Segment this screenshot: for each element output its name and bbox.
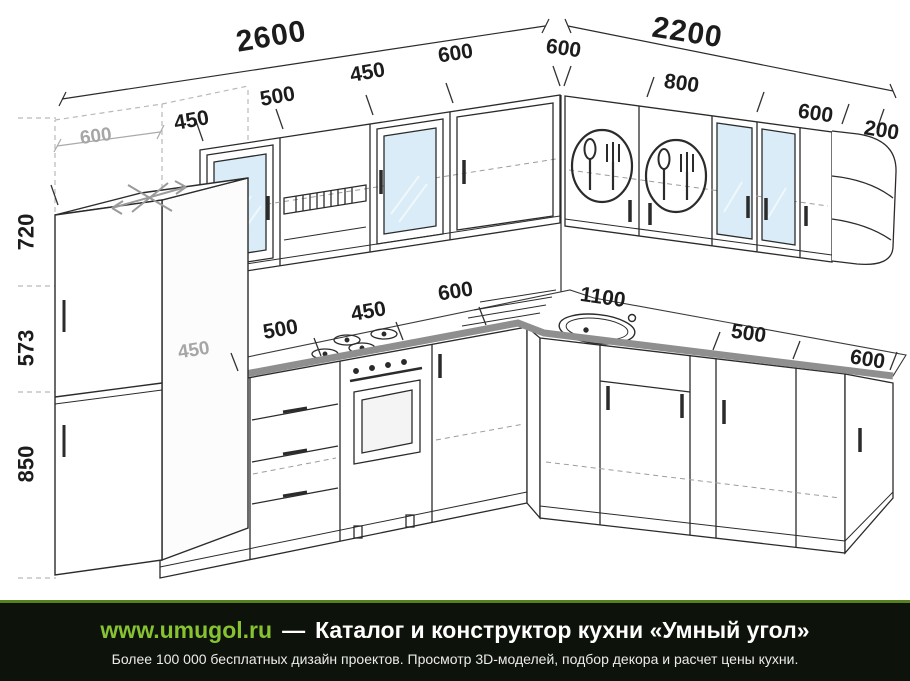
drainer-grooves xyxy=(461,289,557,327)
refrigerator xyxy=(54,177,249,576)
banner-title: Каталог и конструктор кухни «Умный угол» xyxy=(315,617,810,643)
cutlery-icon xyxy=(570,128,634,204)
glass-door-cabinet xyxy=(716,122,796,246)
dim-upper-right-3: 600 xyxy=(796,99,835,128)
dim-upper-left-4: 600 xyxy=(436,39,475,68)
dim-upper-right-1: 600 xyxy=(544,34,583,63)
dimension-ticks xyxy=(50,65,898,372)
base-cabinets-right xyxy=(539,337,894,555)
upper-cabinets-right xyxy=(564,95,833,263)
dim-height-upper: 720 xyxy=(13,213,39,251)
countertop-edge-band xyxy=(159,319,894,394)
glass-door-cabinet xyxy=(376,118,444,245)
kitchen-line-drawing xyxy=(18,18,907,579)
dim-height-base: 850 xyxy=(13,445,39,483)
banner-subtitle: Более 100 000 бесплатных дизайн проектов… xyxy=(111,651,799,667)
drawer-cabinet xyxy=(251,403,339,505)
dim-upper-right-4: 200 xyxy=(862,116,901,145)
separator: — xyxy=(282,617,306,643)
dim-upper-right-2: 800 xyxy=(662,69,701,98)
base-cabinets-left xyxy=(159,326,528,579)
corner-upper-cabinet xyxy=(456,102,554,231)
snowflake-icon xyxy=(111,180,187,215)
guide-lines xyxy=(18,85,249,579)
dim-counter-right-3: 600 xyxy=(848,345,887,374)
oven xyxy=(349,359,423,539)
dim-height-backsplash: 573 xyxy=(13,329,39,367)
upper-cabinets-left xyxy=(199,94,561,279)
base-corner xyxy=(526,325,541,520)
corner-shelf-unit xyxy=(831,130,897,266)
cutlery-icon xyxy=(644,138,708,214)
dim-counter-left-start: 450 xyxy=(176,337,212,364)
dim-counter-left-3: 600 xyxy=(436,277,475,306)
banner-headline: www.umugol.ru — Каталог и конструктор кухн… xyxy=(100,617,809,644)
open-shelf-unit xyxy=(283,184,367,241)
faucet-icon xyxy=(627,313,637,323)
dimension-lines xyxy=(53,18,897,153)
site-url: www.umugol.ru xyxy=(100,617,273,643)
footer-banner: www.umugol.ru — Каталог и конструктор кухн… xyxy=(0,600,910,681)
dim-counter-right-2: 500 xyxy=(729,319,768,348)
dim-fridge-width: 600 xyxy=(78,123,114,150)
